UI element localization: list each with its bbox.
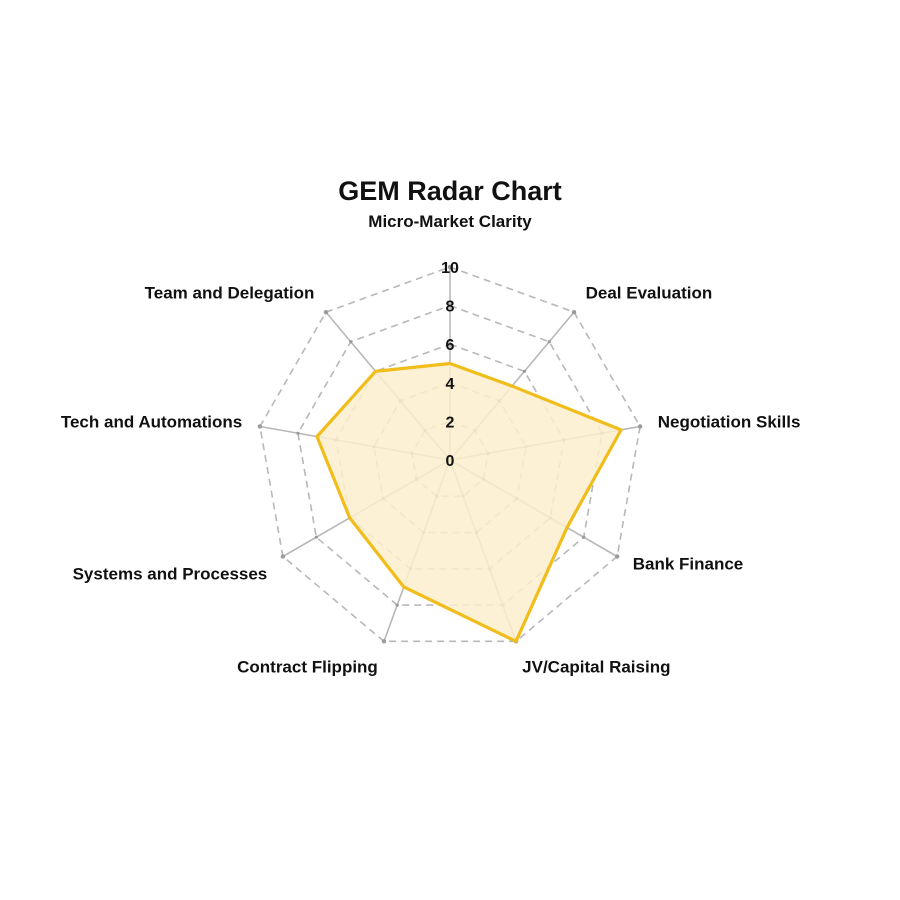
spoke-end-0: [447, 264, 453, 270]
axis-label-0: Micro-Market Clarity: [368, 212, 532, 231]
axis-label-1: Deal Evaluation: [586, 283, 713, 302]
tick-label-6: 6: [446, 337, 455, 354]
axis-label-4: JV/Capital Raising: [522, 657, 670, 676]
axis-label-6: Systems and Processes: [73, 565, 268, 584]
spoke-tick-1-3: [522, 369, 527, 373]
spoke-tick-3-4: [582, 535, 586, 539]
axis-label-2: Negotiation Skills: [658, 412, 801, 431]
spoke-end-3: [614, 554, 620, 559]
spoke-tick-5-4: [395, 603, 399, 607]
tick-label-10: 10: [441, 260, 459, 277]
grid-ring-4: [297, 304, 603, 606]
chart-title: GEM Radar Chart: [338, 176, 562, 206]
grid-ring-5: [259, 266, 641, 643]
tick-label-8: 8: [446, 299, 455, 316]
tick-label-2: 2: [446, 414, 455, 431]
spoke-end-7: [257, 424, 263, 429]
tick-label-0: 0: [446, 453, 455, 470]
axis-label-5: Contract Flipping: [237, 657, 378, 676]
spoke-end-8: [323, 309, 329, 315]
axis-label-3: Bank Finance: [633, 555, 744, 574]
spoke-end-5: [381, 639, 387, 644]
axis-label-8: Team and Delegation: [145, 283, 315, 302]
spoke-end-1: [571, 309, 577, 315]
spoke-tick-0-3: [448, 342, 452, 346]
series-polygon-0: [315, 361, 623, 643]
spoke-end-6: [280, 554, 286, 559]
spoke-end-2: [637, 424, 643, 429]
spoke-tick-8-4: [349, 340, 353, 344]
tick-label-4: 4: [446, 376, 455, 393]
spoke-tick-7-4: [296, 431, 300, 435]
radar-series: [315, 361, 623, 643]
spoke-tick-6-4: [314, 535, 318, 539]
spoke-tick-1-4: [547, 340, 551, 344]
axis-label-7: Tech and Automations: [61, 412, 242, 431]
spoke-tick-0-4: [448, 304, 452, 308]
radial-ticks: 0 2 4 6 8 10: [441, 260, 459, 470]
